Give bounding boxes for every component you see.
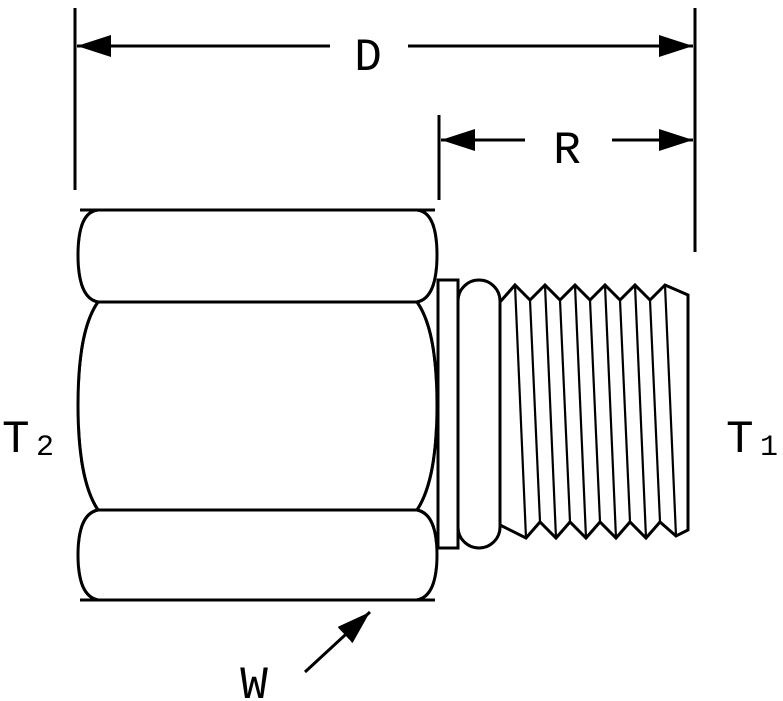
hex-body xyxy=(70,205,445,605)
o-ring xyxy=(456,278,502,550)
dimension-d-label: D xyxy=(354,32,382,84)
t2-letter: T xyxy=(2,414,30,466)
dimension-d: D xyxy=(77,32,693,84)
thread-label-t1: T 1 xyxy=(726,414,778,466)
t1-subscript: 1 xyxy=(760,431,778,465)
dimension-r-label: R xyxy=(553,125,581,177)
t1-letter: T xyxy=(726,414,754,466)
dimension-w-label: W xyxy=(240,660,268,701)
dimension-r: R xyxy=(441,125,693,177)
dimension-w: W xyxy=(240,610,372,701)
male-thread xyxy=(498,282,690,541)
extension-lines xyxy=(73,8,697,252)
t2-subscript: 2 xyxy=(36,431,54,465)
thread-label-t2: T 2 xyxy=(2,414,54,466)
